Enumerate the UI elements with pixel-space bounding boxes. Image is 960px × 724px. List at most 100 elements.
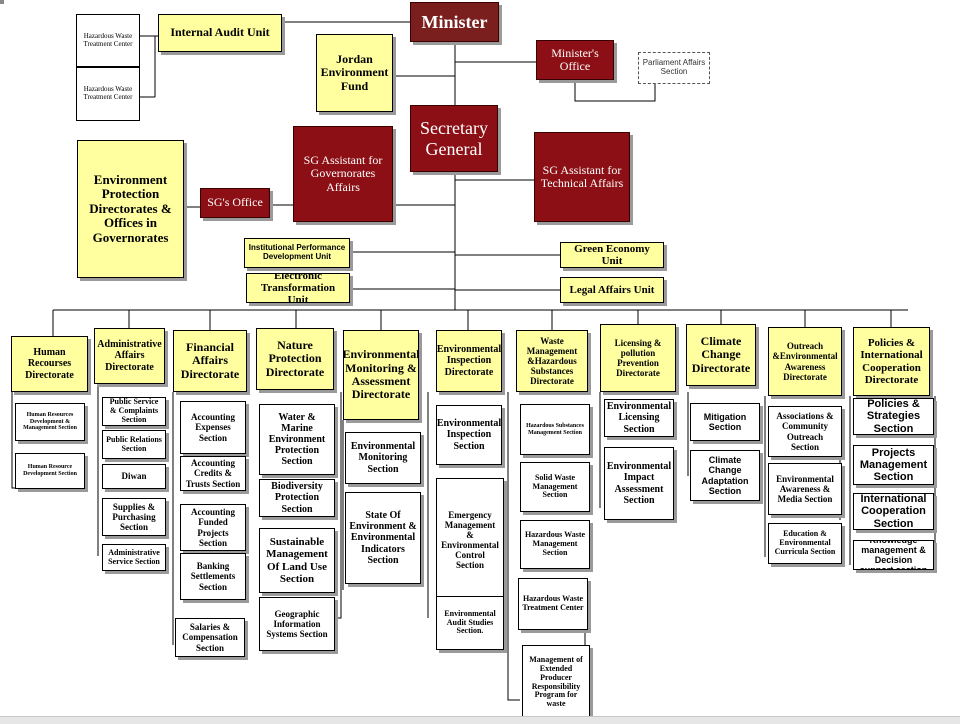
section-2-3: Diwan xyxy=(102,464,166,489)
section-2-5-label: Administrative Service Section xyxy=(108,547,160,566)
section-2-2-label: Public Relations Section xyxy=(106,434,162,453)
internal-audit-box: Internal Audit Unit xyxy=(158,14,282,52)
section-10-2: Environmental Awareness & Media Section xyxy=(768,463,842,515)
section-1-2: Human Resource Development Section xyxy=(15,453,85,489)
section-4-2: Biodiversity Protection Section xyxy=(259,479,335,517)
section-7-1: Hazardous Substances Management Section xyxy=(520,404,590,455)
section-8-2: Environmental Impact Assessment Section xyxy=(604,447,674,520)
section-4-3-label: Sustainable Management Of Land Use Secti… xyxy=(266,535,328,585)
legal-affairs-unit-box-label: Legal Affairs Unit xyxy=(569,283,655,296)
section-10-1: Associations & Community Outreach Sectio… xyxy=(768,406,842,457)
section-6-1-label: Environmental Inspection Section xyxy=(436,418,502,452)
secretary-general-box-label: Secretary General xyxy=(420,118,488,159)
sg-assistant-governorates-box-label: SG Assistant for Governorates Affairs xyxy=(303,152,383,194)
section-5-1: Environmental Monitoring Section xyxy=(345,432,421,484)
section-3-4: Banking Settlements Section xyxy=(180,553,246,600)
sg-office-box-label: SG's Office xyxy=(207,195,263,210)
selection-handle[interactable] xyxy=(0,0,4,4)
section-7-5-label: Management of Extended Producer Responsi… xyxy=(529,654,583,709)
section-6-1: Environmental Inspection Section xyxy=(436,405,502,465)
hazardous-waste-center-1: Hazardous Waste Treatment Center xyxy=(76,14,140,67)
directorate-7-label: Waste Management &Hazardous Substances D… xyxy=(526,335,578,387)
electronic-transformation-unit-box: Electronic Transformation Unit xyxy=(246,273,350,303)
directorate-1-label: Human Recourses Directorate xyxy=(25,347,74,381)
directorate-7: Waste Management &Hazardous Substances D… xyxy=(516,330,588,392)
hazardous-waste-center-2-label: Hazardous Waste Treatment Center xyxy=(83,85,133,101)
section-11-4: Knowledge management & Decision support … xyxy=(853,540,934,570)
directorate-10-label: Outreach &Environmental Awareness Direct… xyxy=(772,341,838,382)
internal-audit-box-label: Internal Audit Unit xyxy=(170,25,270,40)
directorate-10: Outreach &Environmental Awareness Direct… xyxy=(768,327,842,396)
section-1-2-label: Human Resource Development Section xyxy=(23,464,77,477)
section-3-3: Accounting Funded Projects Section xyxy=(180,504,246,551)
directorate-5: Environmental Monitoring & Assessment Di… xyxy=(343,330,419,420)
directorate-6: Environmental Inspection Directorate xyxy=(436,330,502,392)
section-4-2-label: Biodiversity Protection Section xyxy=(271,481,323,515)
section-9-1-label: Mitigation Section xyxy=(703,411,747,432)
section-10-2-label: Environmental Awareness & Media Section xyxy=(776,473,834,505)
section-10-1-label: Associations & Community Outreach Sectio… xyxy=(776,411,834,452)
env-protection-directorates-box: Environment Protection Directorates & Of… xyxy=(77,140,184,278)
section-9-1: Mitigation Section xyxy=(690,403,760,441)
section-5-1-label: Environmental Monitoring Section xyxy=(350,441,416,475)
section-10-3: Education & Environmental Curricula Sect… xyxy=(768,523,842,564)
section-7-4: Hazardous Waste Treatment Center xyxy=(518,578,588,630)
section-11-1: Policies & Strategies Section xyxy=(853,398,934,435)
section-3-2-label: Accounting Credits & Trusts Section xyxy=(185,458,241,489)
section-2-1-label: Public Service & Complaints Section xyxy=(109,397,159,424)
directorate-3: Financial Affairs Directorate xyxy=(173,330,247,392)
ministers-office-box-label: Minister's Office xyxy=(551,45,599,73)
section-1-1-label: Human Resources Development & Management… xyxy=(23,411,77,432)
electronic-transformation-unit-box-label: Electronic Transformation Unit xyxy=(260,273,336,303)
jordan-environment-fund-box-label: Jordan Environment Fund xyxy=(320,51,389,93)
directorate-1: Human Recourses Directorate xyxy=(11,336,88,392)
legal-affairs-unit-box: Legal Affairs Unit xyxy=(560,277,664,303)
sg-assistant-technical-box: SG Assistant for Technical Affairs xyxy=(534,132,630,222)
section-7-2: Solid Waste Management Section xyxy=(520,462,590,512)
directorate-11: Policies & International Cooperation Dir… xyxy=(853,327,930,396)
section-10-3-label: Education & Environmental Curricula Sect… xyxy=(774,529,836,556)
section-7-4-label: Hazardous Waste Treatment Center xyxy=(522,594,584,612)
section-2-3-label: Diwan xyxy=(121,471,147,482)
section-3-4-label: Banking Settlements Section xyxy=(190,561,236,592)
section-5-2-label: State Of Environment & Environmental Ind… xyxy=(349,510,417,566)
section-11-2-label: Projects Management Section xyxy=(859,446,928,484)
directorate-2: Administrative Affairs Directorate xyxy=(94,328,165,384)
directorate-4-label: Nature Protection Directorate xyxy=(265,337,325,379)
section-11-2: Projects Management Section xyxy=(853,445,934,485)
directorate-9-label: Climate Change Directorate xyxy=(691,333,751,375)
directorate-2-label: Administrative Affairs Directorate xyxy=(97,339,162,373)
section-8-2-label: Environmental Impact Assessment Section xyxy=(606,461,672,506)
directorate-4: Nature Protection Directorate xyxy=(256,328,334,390)
hazardous-waste-center-2: Hazardous Waste Treatment Center xyxy=(76,67,140,121)
section-4-1-label: Water & Marine Environment Protection Se… xyxy=(268,411,326,468)
directorate-5-label: Environmental Monitoring & Assessment Di… xyxy=(343,347,419,402)
section-6-2-label: Emergency Management & Environmental Con… xyxy=(441,509,499,571)
section-7-2-label: Solid Waste Management Section xyxy=(532,472,578,500)
directorate-11-label: Policies & International Cooperation Dir… xyxy=(860,336,923,386)
section-5-2: State Of Environment & Environmental Ind… xyxy=(345,492,421,584)
hazardous-waste-center-1-label: Hazardous Waste Treatment Center xyxy=(83,31,133,48)
section-9-2-label: Climate Change Adaptation Section xyxy=(701,455,749,496)
parliament-affairs-box-label: Parliament Affairs Section xyxy=(642,58,706,76)
section-2-1: Public Service & Complaints Section xyxy=(102,397,166,426)
parliament-affairs-box: Parliament Affairs Section xyxy=(638,52,710,84)
green-economy-unit-box-label: Green Economy Unit xyxy=(574,242,650,267)
institutional-performance-unit-box: Institutional Performance Development Un… xyxy=(244,238,350,268)
section-3-3-label: Accounting Funded Projects Section xyxy=(190,507,235,548)
section-3-2: Accounting Credits & Trusts Section xyxy=(180,456,246,491)
directorate-8-label: Licensing & pollution Prevention Directo… xyxy=(614,337,662,379)
section-4-3: Sustainable Management Of Land Use Secti… xyxy=(259,528,335,593)
section-2-2: Public Relations Section xyxy=(102,430,166,459)
section-3-1: Accounting Expenses Section xyxy=(180,401,246,454)
section-6-3: Environmental Audit Studies Section. xyxy=(436,596,504,650)
section-11-1-label: Policies & Strategies Section xyxy=(866,398,921,435)
section-7-3: Hazardous Waste Management Section xyxy=(520,520,590,569)
secretary-general-box: Secretary General xyxy=(410,105,498,172)
scrollbar-strip[interactable] xyxy=(0,716,960,724)
directorate-9: Climate Change Directorate xyxy=(686,324,756,386)
section-3-5: Salaries & Compensation Section xyxy=(175,618,245,657)
section-4-1: Water & Marine Environment Protection Se… xyxy=(259,404,335,475)
